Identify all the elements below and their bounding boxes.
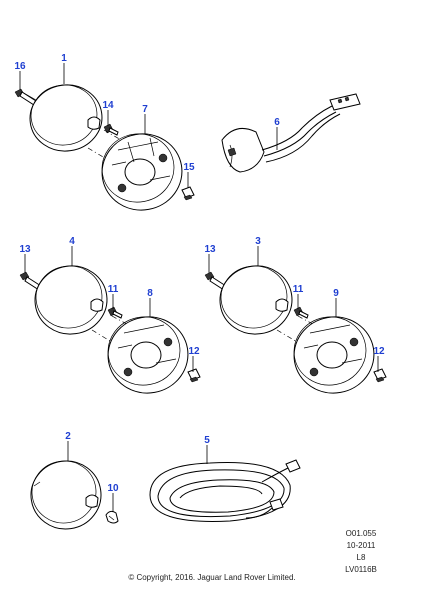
callout-12-left: 12 — [188, 346, 200, 357]
lamp-assembly-mid-right — [204, 265, 387, 394]
bulb-holder-15 — [181, 186, 195, 201]
bulb-holder-12-right — [373, 368, 387, 383]
lens-1 — [29, 84, 103, 152]
screw-11-left — [107, 306, 123, 319]
leader-lines — [19, 63, 379, 512]
callout-labels: 1 16 14 7 15 6 4 13 11 8 12 3 13 11 9 12… — [14, 53, 385, 494]
copyright-notice: © Copyright, 2016. Jaguar Land Rover Lim… — [128, 573, 296, 582]
callout-7: 7 — [142, 104, 148, 115]
clip-10 — [105, 510, 119, 524]
callout-6: 6 — [274, 117, 280, 128]
reference-code: O01.055 — [345, 529, 377, 538]
model-code: L8 — [356, 553, 366, 562]
callout-5: 5 — [204, 435, 210, 446]
lamp-assembly-bottom-left — [30, 460, 119, 530]
housing-8 — [107, 316, 189, 394]
callout-8: 8 — [147, 288, 153, 299]
callout-12-right: 12 — [373, 346, 385, 357]
lamp-assembly-top-left — [14, 84, 195, 211]
housing-9 — [293, 316, 375, 394]
illustration-id: LV0116B — [345, 565, 377, 574]
callout-11-right: 11 — [293, 284, 304, 295]
lens-2 — [30, 460, 102, 530]
callout-9: 9 — [333, 288, 339, 299]
wiring-harness-6 — [221, 93, 361, 173]
callout-3: 3 — [255, 236, 261, 247]
housing-7 — [101, 133, 183, 211]
callout-15: 15 — [183, 162, 195, 173]
screw-16 — [14, 88, 37, 106]
callout-10: 10 — [107, 483, 119, 494]
wiring-loom-5 — [149, 459, 301, 522]
callout-14: 14 — [102, 100, 114, 111]
callout-4: 4 — [69, 236, 75, 247]
callout-13-right: 13 — [204, 244, 216, 255]
lens-4 — [34, 265, 108, 335]
callout-2: 2 — [65, 431, 71, 442]
screw-11-right — [293, 306, 309, 319]
reference-date: 10-2011 — [346, 541, 376, 550]
bulb-holder-12-left — [187, 368, 201, 383]
callout-16: 16 — [14, 61, 26, 72]
lamp-assembly-mid-left — [19, 265, 201, 394]
callout-13-left: 13 — [19, 244, 31, 255]
callout-11-left: 11 — [108, 284, 119, 295]
callout-1: 1 — [61, 53, 67, 64]
lens-3 — [219, 265, 293, 335]
screw-14 — [103, 123, 119, 136]
